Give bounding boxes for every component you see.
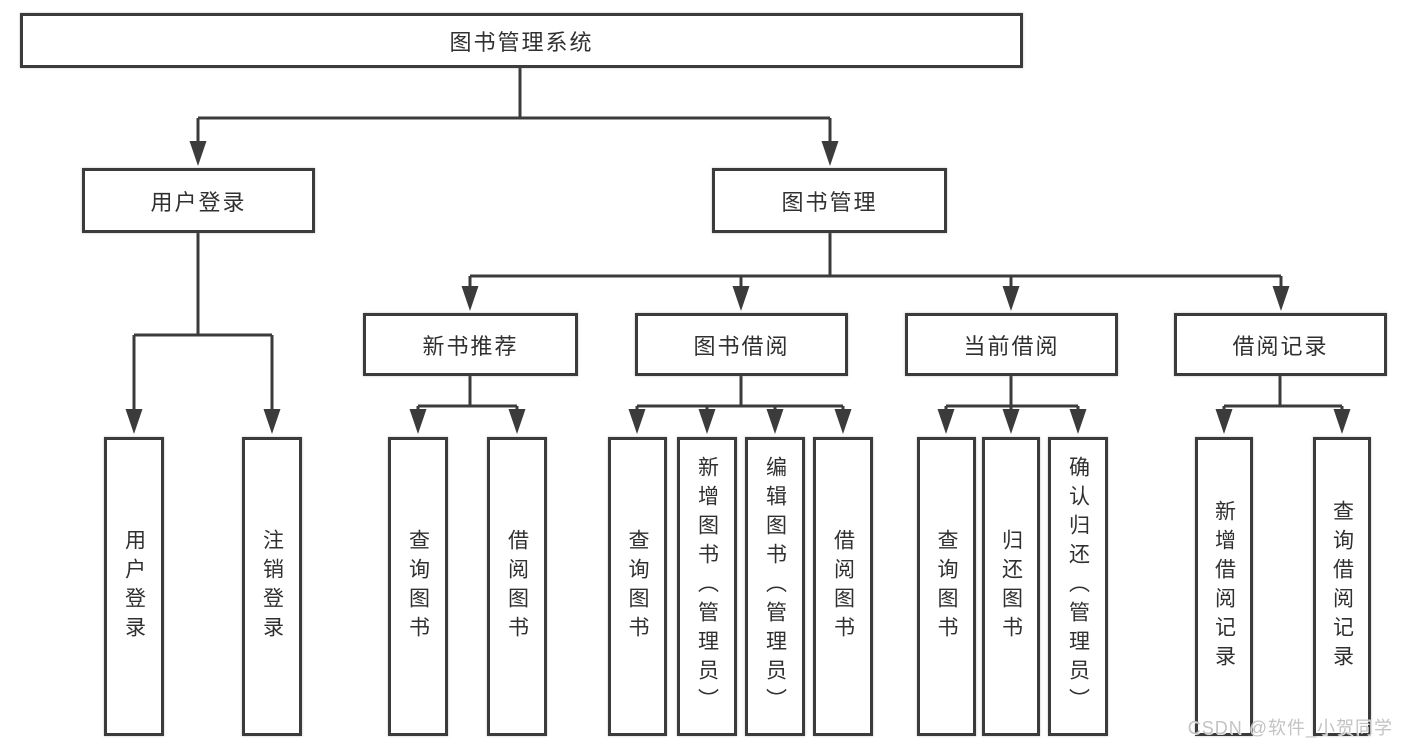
arrow-down-icon [766,409,784,434]
node-label: 注销登录 [260,528,284,645]
arrow-down-icon [1002,286,1020,311]
leaf-add-books-admin: 新增图书（管理员） [677,437,737,736]
leaf-logout: 注销登录 [242,437,302,736]
arrow-down-icon [821,141,839,166]
leaf-confirm-return-admin: 确认归还（管理员） [1048,437,1108,736]
arrow-down-icon [937,409,955,434]
node-label: 新增借阅记录 [1212,499,1236,674]
arrow-down-icon [628,409,646,434]
node-label: 查询图书 [406,528,430,645]
node-book-borrow: 图书借阅 [635,313,848,376]
arrow-down-icon [409,409,427,434]
connector-root [196,68,832,145]
node-label: 图书管理 [781,189,878,215]
node-label: 借阅记录 [1232,333,1329,359]
node-label: 当前借阅 [963,333,1060,359]
node-label: 用户登录 [150,189,247,215]
connector-borrow-records [1222,376,1344,413]
node-label: 借阅图书 [505,528,529,645]
arrow-down-icon [461,286,479,311]
leaf-query-books-recommend: 查询图书 [388,437,448,736]
arrow-down-icon [698,409,716,434]
node-label: 确认归还（管理员） [1066,456,1090,717]
node-label: 用户登录 [122,528,146,645]
leaf-add-borrow-record: 新增借阅记录 [1195,437,1253,736]
arrow-down-icon [189,141,207,166]
node-book-management: 图书管理 [712,168,947,233]
node-label: 图书借阅 [693,333,790,359]
arrow-down-icon [732,286,750,311]
leaf-edit-books-admin: 编辑图书（管理员） [745,437,805,736]
arrowheads [125,141,1351,434]
node-label: 归还图书 [999,528,1023,645]
leaf-user-login: 用户登录 [104,437,164,736]
node-label: 查询借阅记录 [1330,499,1354,674]
connector-book-borrow [635,376,845,413]
arrow-down-icon [834,409,852,434]
node-label: 查询图书 [626,528,649,645]
leaf-query-books-current: 查询图书 [917,437,976,736]
connector-new-book [416,376,519,413]
arrow-down-icon [1333,409,1351,434]
leaf-query-books-borrow: 查询图书 [608,437,667,736]
node-current-borrow: 当前借阅 [905,313,1118,376]
arrow-down-icon [1215,409,1233,434]
node-new-book-recommend: 新书推荐 [363,313,578,376]
arrow-down-icon [263,409,281,434]
leaf-borrow-books-recommend: 借阅图书 [487,437,547,736]
arrow-down-icon [1272,286,1290,311]
connector-user-login [132,233,274,413]
leaf-query-borrow-record: 查询借阅记录 [1313,437,1371,736]
arrow-down-icon [1069,409,1087,434]
arrow-down-icon [1002,409,1020,434]
node-label: 图书管理系统 [449,29,594,55]
node-label: 借阅图书 [831,528,855,645]
csdn-watermark: CSDN @软件_小贺同学 [1187,718,1393,738]
node-user-login: 用户登录 [82,168,315,233]
node-label: 新书推荐 [422,333,519,359]
arrow-down-icon [508,409,526,434]
node-borrow-records: 借阅记录 [1174,313,1387,376]
node-label: 查询图书 [935,528,958,645]
arrow-down-icon [125,409,143,434]
node-label: 编辑图书（管理员） [763,456,787,717]
connector-current-borrow [944,376,1080,413]
leaf-return-books: 归还图书 [982,437,1040,736]
connector-book-management [468,233,1283,290]
node-label: 新增图书（管理员） [695,456,719,717]
node-library-system: 图书管理系统 [20,13,1023,68]
leaf-borrow-books: 借阅图书 [813,437,873,736]
